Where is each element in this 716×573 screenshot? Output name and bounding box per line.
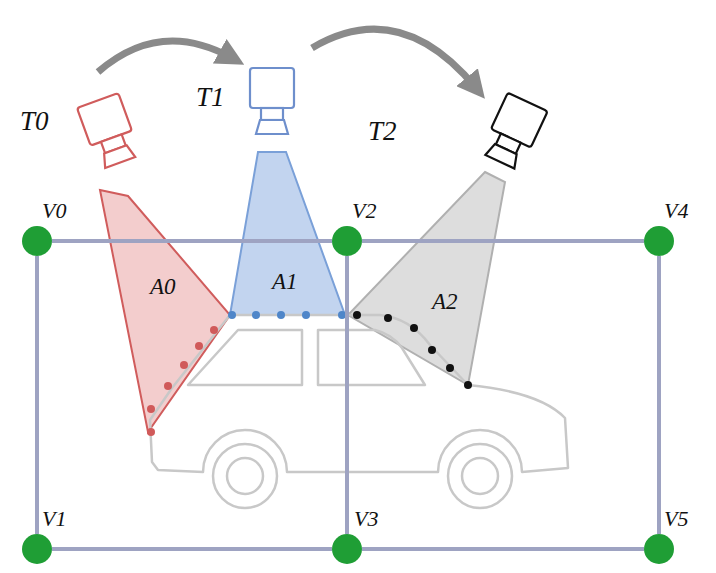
motion-arrow (98, 41, 232, 72)
surface-points (228, 311, 346, 319)
camera-label: T2 (368, 118, 397, 145)
vertex-label: V2 (352, 200, 376, 222)
vertex-node: V4 (644, 226, 674, 256)
grid-edge (35, 256, 39, 534)
view-frustum (348, 172, 505, 385)
grid-edge (52, 547, 332, 551)
vertex-node: V3 (332, 534, 362, 564)
vertex-node: V5 (644, 534, 674, 564)
vertex-node: V0 (22, 226, 52, 256)
camera (480, 93, 548, 171)
vertex-label: V3 (354, 508, 378, 530)
view-frustum (230, 152, 345, 315)
vertex-label: V4 (664, 200, 688, 222)
vertex-label: V5 (664, 508, 688, 530)
vertex-node: V1 (22, 534, 52, 564)
grid-edge (345, 256, 349, 534)
motion-arrow (312, 29, 476, 88)
camera-label: T1 (196, 84, 225, 111)
vertex-label: V0 (42, 200, 66, 222)
vertex-label: V1 (42, 508, 66, 530)
car-outline (150, 315, 568, 508)
grid-edge (362, 547, 644, 551)
view-frustum (100, 190, 230, 432)
grid-edge (362, 239, 644, 243)
camera (77, 93, 141, 170)
vertex-node: V2 (332, 226, 362, 256)
area-label: A0 (150, 275, 176, 298)
grid-edge (657, 256, 661, 534)
camera-label: T0 (20, 108, 49, 135)
camera (250, 68, 294, 134)
grid-edge (52, 239, 332, 243)
surface-points (353, 311, 472, 389)
surface-points (147, 326, 218, 436)
area-label: A2 (432, 290, 458, 313)
area-label: A1 (272, 270, 298, 293)
